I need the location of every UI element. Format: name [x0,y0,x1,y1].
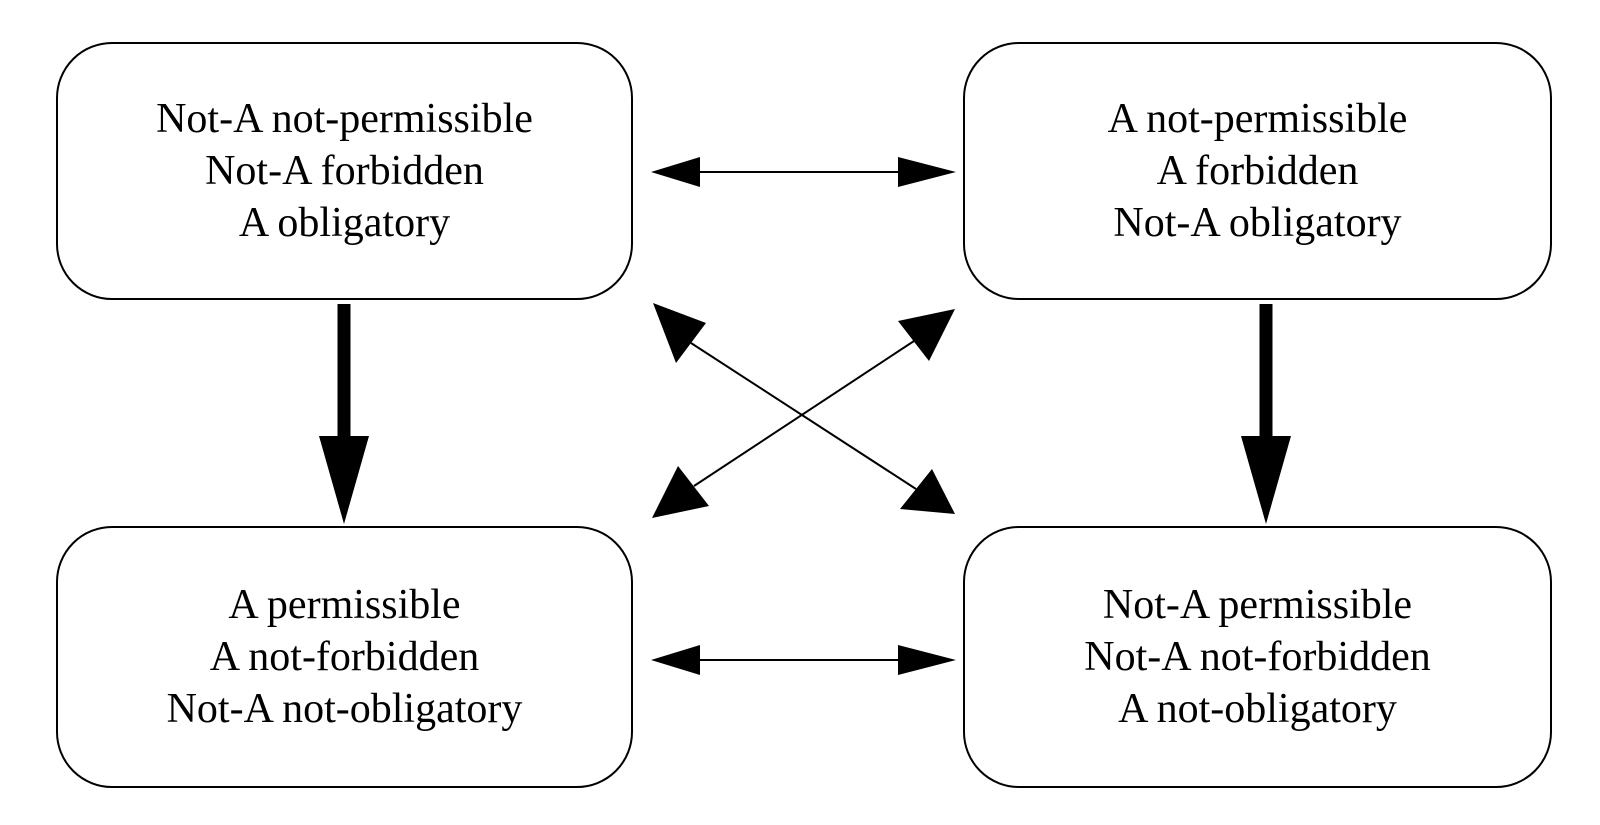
box-bottom-left: A permissible A not-forbidden Not-A not-… [56,526,633,788]
subcontrary-arrow-bottom [651,645,956,675]
implication-arrow-right [1241,304,1291,524]
box-text-line: Not-A forbidden [205,148,484,194]
box-text-line: A permissible [228,582,461,628]
contrary-arrow-top [651,157,956,187]
box-text-line: A forbidden [1156,148,1359,194]
box-text-line: A not-forbidden [209,634,480,680]
box-text-line: Not-A not-obligatory [166,686,523,732]
contradictory-arrow-diagonal-1 [653,303,955,514]
box-text-line: A not-permissible [1107,96,1408,142]
box-text-line: Not-A permissible [1102,582,1413,628]
box-bottom-right: Not-A permissible Not-A not-forbidden A … [963,526,1552,788]
box-text-line: A not-obligatory [1118,686,1397,732]
box-text-line: A obligatory [238,200,451,246]
implication-arrow-left [319,304,369,524]
box-top-left: Not-A not-permissible Not-A forbidden A … [56,42,633,300]
box-text-line: Not-A obligatory [1113,200,1402,246]
box-top-right: A not-permissible A forbidden Not-A obli… [963,42,1552,300]
contradictory-arrow-diagonal-2 [652,309,955,518]
box-text-line: Not-A not-forbidden [1084,634,1431,680]
box-text-line: Not-A not-permissible [156,96,533,142]
